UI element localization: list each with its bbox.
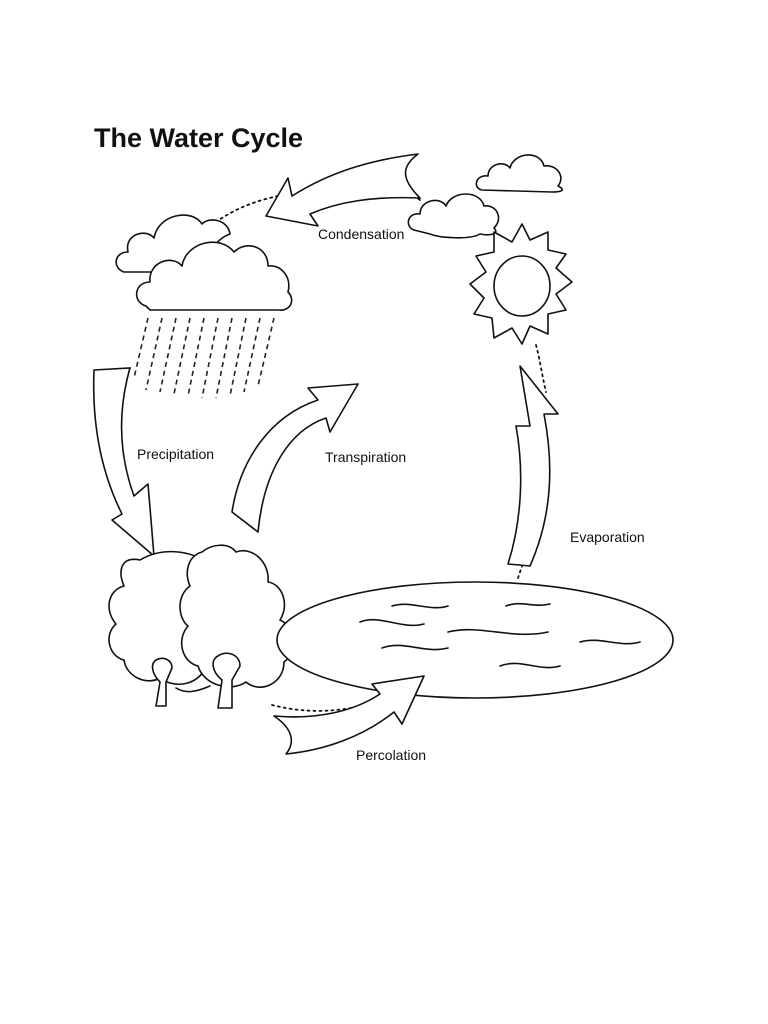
- trees-icon: [108, 544, 295, 709]
- transpiration-arrow-icon: [231, 383, 359, 533]
- precipitation-arrow-icon: [92, 367, 155, 557]
- transpiration-label: Transpiration: [325, 449, 406, 465]
- rain-drops: [133, 317, 275, 399]
- percolation-arrow-icon: [273, 675, 425, 755]
- lake-icon: [276, 581, 674, 699]
- rain-cloud-icon: [115, 214, 293, 311]
- sun-icon: [469, 223, 573, 345]
- condensation-cloud-icon: [407, 193, 500, 239]
- small-cloud-icon: [475, 154, 564, 193]
- percolation-label: Percolation: [356, 747, 426, 763]
- evaporation-arrow-icon: [507, 365, 559, 567]
- condensation-arrow-icon: [265, 153, 421, 227]
- precipitation-label: Precipitation: [137, 446, 214, 462]
- diagram-title: The Water Cycle: [94, 123, 303, 153]
- condensation-label: Condensation: [318, 226, 404, 242]
- evaporation-label: Evaporation: [570, 529, 645, 545]
